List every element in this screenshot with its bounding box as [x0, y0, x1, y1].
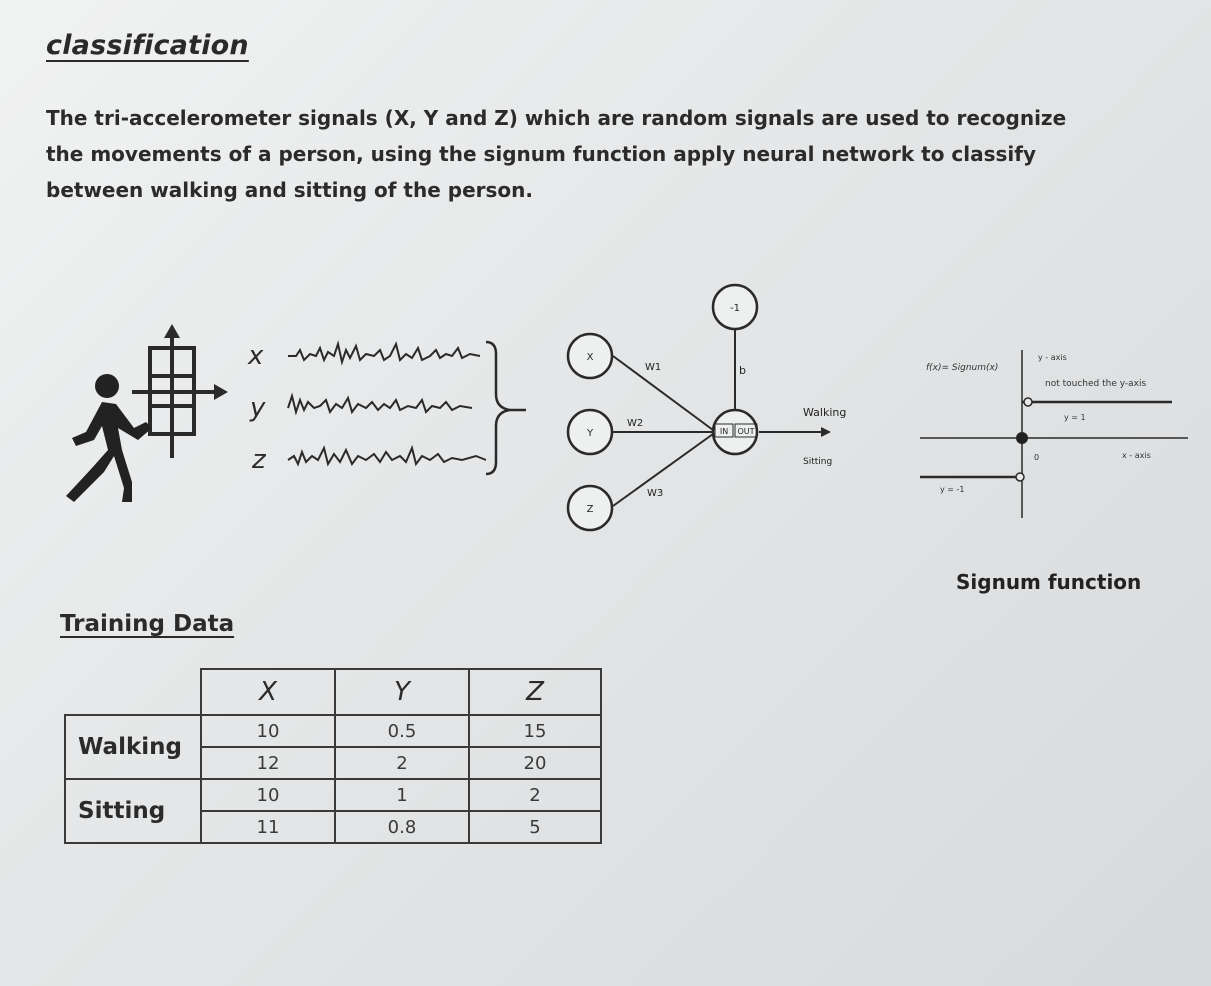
x-axis-label: x - axis — [1122, 451, 1151, 460]
intro-paragraph: The tri-accelerometer signals (X, Y and … — [46, 106, 1067, 202]
table-row: Walking 10 0.5 15 — [64, 714, 602, 780]
signal-wave-x — [288, 340, 481, 366]
svg-text:X: X — [587, 352, 594, 363]
walking-person-icon — [66, 324, 228, 502]
table-cell: 2 — [468, 778, 602, 812]
table-row: 11 0.8 5 — [65, 810, 602, 844]
neural-network-diagram: X Y Z -1 IN OUT W1 W2 W3 b Walking Sitti… — [566, 283, 846, 532]
signal-label-y: y — [249, 393, 266, 423]
origin-label: 0 — [1034, 453, 1039, 462]
input-node-y: Y — [566, 408, 614, 456]
output-walking-label: Walking — [803, 406, 846, 419]
training-data-title: Training Data — [60, 611, 235, 637]
table-cell: 5 — [468, 810, 602, 844]
table-cell: 2 — [334, 746, 470, 780]
signal-label-z: z — [251, 445, 267, 475]
column-header-x: X — [200, 668, 336, 716]
table-cell: 10 — [200, 714, 336, 748]
neuron-out-label: OUT — [737, 427, 754, 436]
bias-node: -1 — [711, 283, 759, 331]
weight-label-w2: W2 — [627, 418, 643, 429]
upper-level-label: y = 1 — [1064, 413, 1086, 422]
svg-text:Y: Y — [586, 428, 594, 439]
y-axis-label: y - axis — [1038, 353, 1067, 362]
signum-caption: Signum function — [956, 570, 1142, 594]
signal-wave-y — [287, 392, 473, 416]
signal-wave-z — [287, 444, 487, 467]
weight-label-w3: W3 — [647, 488, 663, 499]
signum-function-graph: f(x)= Signum(x) y - axis not touched the… — [920, 350, 1188, 518]
training-data-table: X Y Z Walking 10 0.5 15 12 2 20 Sitting … — [64, 668, 602, 844]
table-cell: 1 — [334, 778, 470, 812]
table-cell: 20 — [468, 746, 602, 780]
page-heading: classification — [46, 30, 249, 61]
column-header-z: Z — [468, 668, 602, 716]
neuron-node: IN OUT — [711, 408, 759, 456]
signal-label-x: x — [247, 341, 264, 371]
table-row: 12 2 20 — [65, 746, 602, 780]
lower-level-label: y = -1 — [940, 485, 965, 494]
svg-text:-1: -1 — [730, 303, 740, 314]
neuron-in-label: IN — [720, 427, 728, 436]
table-cell: 11 — [200, 810, 336, 844]
bias-label: b — [739, 364, 746, 377]
table-cell: 0.8 — [334, 810, 470, 844]
group-label-sitting: Sitting — [64, 778, 202, 844]
input-node-z: Z — [566, 484, 614, 532]
signum-formula: f(x)= Signum(x) — [926, 363, 998, 373]
table-corner — [65, 669, 201, 715]
table-cell: 15 — [468, 714, 602, 748]
column-header-y: Y — [334, 668, 470, 716]
table-cell: 10 — [200, 778, 336, 812]
not-touched-note: not touched the y-axis — [1045, 379, 1146, 389]
input-node-x: X — [566, 332, 614, 380]
table-cell: 12 — [200, 746, 336, 780]
output-sitting-label: Sitting — [803, 457, 832, 467]
weight-label-w1: W1 — [645, 362, 661, 373]
svg-text:Z: Z — [587, 504, 594, 515]
accelerometer-signals: x y z — [247, 340, 526, 476]
table-row: Sitting 10 1 2 — [64, 778, 602, 844]
table-cell: 0.5 — [334, 714, 470, 748]
group-label-walking: Walking — [64, 714, 202, 780]
origin-point — [1016, 432, 1028, 444]
table-header-row: X Y Z — [65, 668, 602, 716]
